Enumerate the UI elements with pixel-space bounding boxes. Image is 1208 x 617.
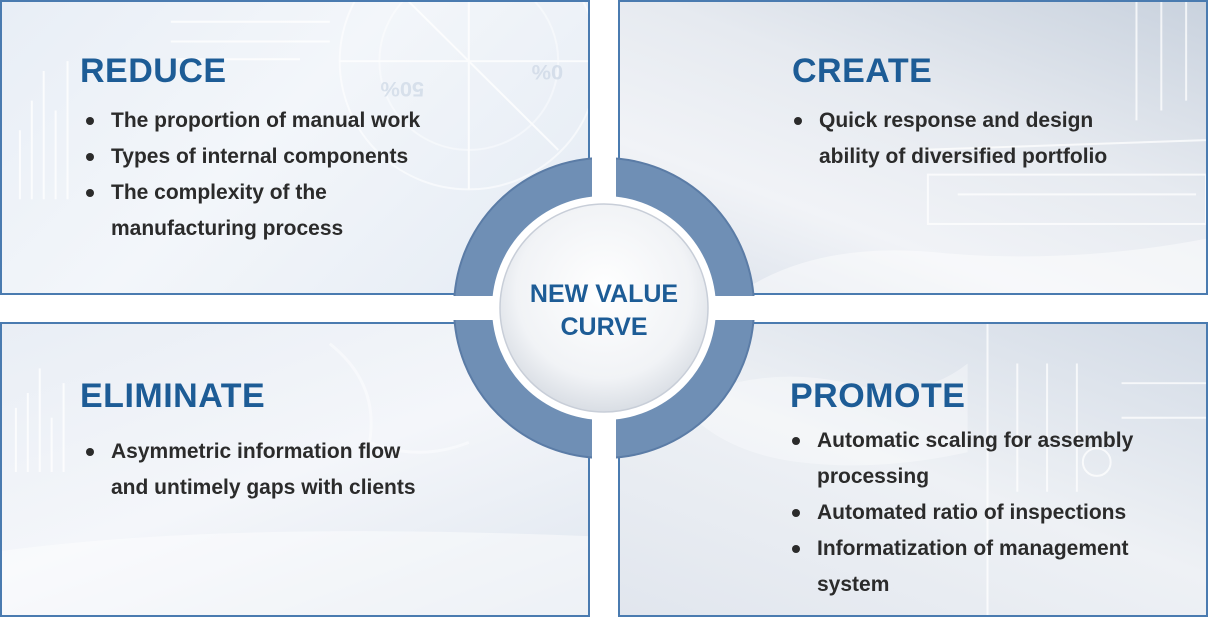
center-ring: [452, 156, 756, 460]
reduce-item-process-complexity: The complexity of the manufacturing proc…: [84, 175, 420, 247]
create-item-quick-response: Quick response and design ability of div…: [792, 103, 1107, 175]
promote-title: PROMOTE: [790, 377, 966, 415]
background-bars-decoration: [2, 342, 588, 615]
eliminate-title: ELIMINATE: [80, 377, 266, 415]
eliminate-item-information-flow: Asymmetric information flow and untimely…: [84, 434, 416, 506]
eliminate-list: Asymmetric information flow and untimely…: [84, 434, 416, 506]
background-screen-decoration: [739, 2, 1206, 293]
center-label-line1: NEW VALUE: [529, 280, 679, 308]
promote-item-informatization: Informatization of management system: [790, 531, 1133, 603]
center-label-line2: CURVE: [560, 313, 648, 341]
inner-disc: [499, 203, 709, 413]
svg-text:50%: 50%: [380, 77, 424, 102]
svg-text:0%: 0%: [532, 60, 564, 85]
reduce-title: REDUCE: [80, 52, 227, 90]
center-label: NEW VALUE CURVE: [500, 278, 708, 344]
promote-item-inspection-ratio: Automated ratio of inspections: [790, 495, 1133, 531]
reduce-list: The proportion of manual work Types of i…: [84, 103, 420, 247]
promote-item-automatic-scaling: Automatic scaling for assembly processin…: [790, 423, 1133, 495]
promote-list: Automatic scaling for assembly processin…: [790, 423, 1133, 603]
create-title: CREATE: [792, 52, 933, 90]
reduce-panel: 50% 0% REDUCE The proportion of manual w…: [0, 0, 590, 295]
promote-panel: PROMOTE Automatic scaling for assembly p…: [618, 322, 1208, 617]
background-hands-decoration: [679, 324, 1206, 615]
reduce-item-manual-work: The proportion of manual work: [84, 103, 420, 139]
create-list: Quick response and design ability of div…: [792, 103, 1107, 175]
background-chart-decoration: 50% 0%: [18, 2, 588, 200]
reduce-item-internal-components: Types of internal components: [84, 139, 420, 175]
